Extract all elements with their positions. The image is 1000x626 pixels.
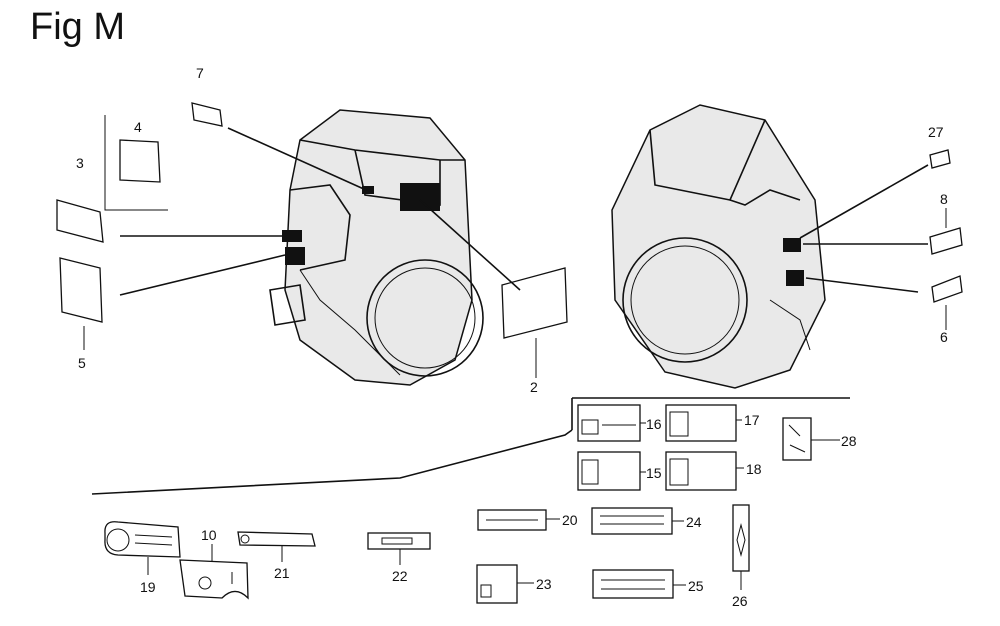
- part-16-label: [577, 404, 641, 442]
- callout-3: 3: [76, 155, 84, 171]
- part-26-label: [732, 504, 750, 572]
- part-18-label: [665, 451, 737, 491]
- callout-18: 18: [746, 461, 762, 477]
- callout-16: 16: [646, 416, 662, 432]
- callout-numbers: 7 4 3 5 2 27 8 6 16 17 15 18 28 10 19 21…: [76, 65, 948, 609]
- callout-4: 4: [134, 119, 142, 135]
- callout-26: 26: [732, 593, 748, 609]
- part-5-label: [59, 257, 103, 323]
- part-8-label: [929, 227, 963, 255]
- part-4-label: [119, 139, 161, 183]
- callout-20: 20: [562, 512, 578, 528]
- callout-15: 15: [646, 465, 662, 481]
- callout-10: 10: [201, 527, 217, 543]
- part-24-label: [591, 507, 673, 535]
- part-22-label: [367, 532, 431, 550]
- right-labels: [799, 149, 963, 330]
- part-10-label: [179, 559, 249, 600]
- part-28-label: [782, 417, 812, 461]
- part-3-label: [56, 199, 104, 243]
- callout-21: 21: [274, 565, 290, 581]
- part-7-label: [191, 102, 223, 127]
- label-area-hatched: [400, 183, 440, 211]
- part-27-label: [929, 149, 951, 169]
- engine-left: [269, 109, 484, 386]
- callout-17: 17: [744, 412, 760, 428]
- part-21-label: [237, 531, 316, 547]
- callout-2: 2: [530, 379, 538, 395]
- part-2-label: [501, 267, 568, 339]
- part-17-label: [665, 404, 737, 442]
- figure-title: Fig M: [30, 6, 125, 48]
- callout-27: 27: [928, 124, 944, 140]
- left-labels: [56, 102, 568, 378]
- callout-7: 7: [196, 65, 204, 81]
- callout-25: 25: [688, 578, 704, 594]
- callout-8: 8: [940, 191, 948, 207]
- part-25-label: [592, 569, 674, 599]
- callout-5: 5: [78, 355, 86, 371]
- callout-6: 6: [940, 329, 948, 345]
- label-group-box: [91, 397, 850, 495]
- callout-28: 28: [841, 433, 857, 449]
- lower-parts: [104, 504, 750, 604]
- part-23-label: [476, 564, 518, 604]
- callout-23: 23: [536, 576, 552, 592]
- callout-19: 19: [140, 579, 156, 595]
- part-19-label: [104, 521, 181, 558]
- callout-24: 24: [686, 514, 702, 530]
- callout-22: 22: [392, 568, 408, 584]
- engine-right: [611, 104, 826, 389]
- part-6-label: [931, 275, 963, 303]
